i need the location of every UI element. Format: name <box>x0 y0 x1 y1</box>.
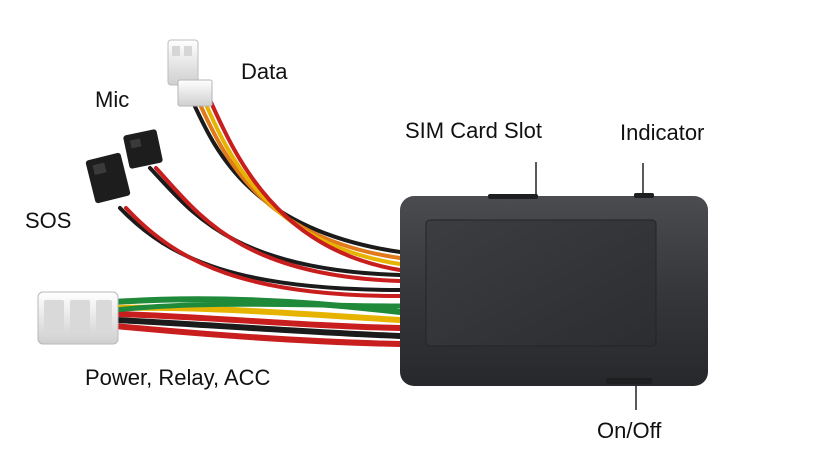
mic-wires <box>148 166 402 283</box>
tracker-device <box>400 193 708 386</box>
data-wires <box>190 98 402 272</box>
power-relay-acc-label: Power, Relay, ACC <box>85 365 271 390</box>
data-wire-yellow <box>202 98 402 266</box>
indicator-label: Indicator <box>620 120 705 145</box>
power-wire-black <box>112 317 403 339</box>
power-wire-red-1 <box>112 311 403 331</box>
data-wire-red <box>208 98 402 272</box>
data-connector <box>167 39 213 107</box>
device-front-panel <box>425 219 657 347</box>
sim-card-slot-label: SIM Card Slot <box>405 118 542 143</box>
power-wire-green-2 <box>112 301 403 313</box>
sos-label: SOS <box>25 208 72 233</box>
power-wires <box>112 296 403 347</box>
indicator-led <box>634 193 654 198</box>
mic-wire-red <box>154 166 402 283</box>
data-wire-orange <box>196 98 402 260</box>
sim-card-slot <box>488 194 538 199</box>
data-wire-black <box>190 98 402 254</box>
mic-label: Mic <box>95 87 130 112</box>
on-off-switch <box>606 378 652 384</box>
on-off-label: On/Off <box>597 418 662 443</box>
data-label: Data <box>241 59 288 84</box>
sos-wire-red <box>124 206 402 298</box>
power-wire-red-2 <box>112 323 403 347</box>
mic-connector <box>123 129 163 169</box>
sos-connector <box>85 152 131 204</box>
power-connector <box>37 291 119 345</box>
sos-wires <box>118 206 402 298</box>
